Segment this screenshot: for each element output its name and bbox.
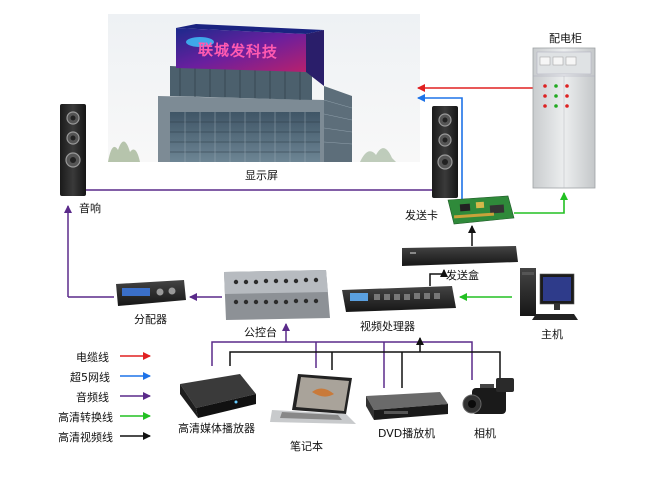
console-label: 公控台 [244,326,277,339]
speaker-label: 音响 [79,202,101,215]
screen-label: 显示屏 [245,169,278,182]
billboard-text: 联城发科技 [197,40,279,62]
sender-card-label: 发送卡 [405,209,438,222]
legend-label: 超5网线 [70,371,110,384]
host-label: 主机 [541,328,563,341]
right-speaker [432,106,458,198]
laptop-label: 笔记本 [290,440,323,453]
audio-bus [211,341,473,380]
camera [462,378,514,414]
legend-label: 高清视频线 [58,431,113,444]
power-cabinet [532,47,596,189]
video-bus [229,351,501,382]
legend-arrows [120,352,151,440]
distributor [116,280,186,306]
video-processor [342,286,456,312]
legend-label: 电缆线 [76,351,109,364]
cabinet-label: 配电柜 [549,32,582,45]
control-console [224,270,330,320]
screen-photo [108,14,420,162]
media-player-label: 高清媒体播放器 [178,422,255,435]
distributor-label: 分配器 [134,313,167,326]
sender-card [447,195,515,225]
media-player [180,374,256,418]
video-processor-label: 视频处理器 [360,320,415,333]
left-speaker [60,104,86,196]
cat5-line [417,94,463,200]
legend-label: 音频线 [76,391,109,404]
laptop [270,374,356,424]
legend-label: 高清转换线 [58,411,113,424]
dvd-label: DVD播放机 [378,427,436,440]
host-pc [520,268,578,320]
dvd-player [366,392,448,420]
sender-box-label: 发送盒 [446,269,479,282]
video-line-proc-box [429,269,448,286]
camera-label: 相机 [474,427,496,440]
hd-line-cabinet [514,192,568,214]
sender-box [402,246,518,266]
